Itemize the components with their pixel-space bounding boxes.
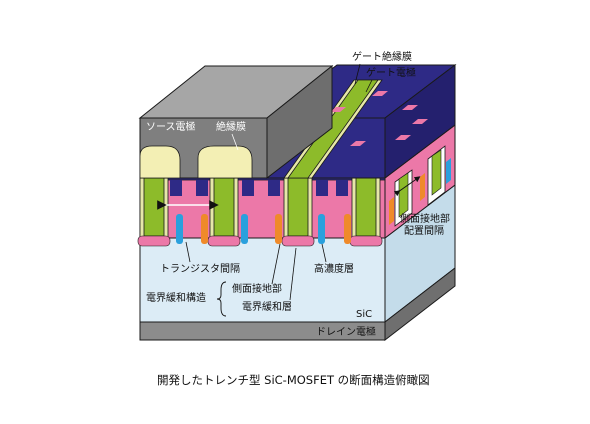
- blue-accent-2: [241, 214, 248, 244]
- blue-accent-1: [176, 214, 183, 244]
- side-orange-1: [389, 197, 394, 225]
- pink-square-5: [395, 135, 411, 140]
- orange-accent-2: [275, 214, 282, 244]
- leader-transistor-spacing: [185, 241, 191, 263]
- pink-square-2: [372, 91, 388, 96]
- leader-field-relief-layer: [289, 247, 297, 301]
- leader-gate-insulating: [354, 63, 361, 85]
- leader-gate-electrode: [365, 79, 373, 93]
- label-side-ground: 側面接地部: [232, 282, 282, 295]
- leader-insulating-film: [231, 133, 239, 151]
- insulator-bump-2: [197, 145, 253, 179]
- navy-pocket-2: [196, 180, 208, 196]
- navy-pocket-1: [170, 180, 182, 196]
- trench-4-gate: [355, 177, 377, 237]
- side-trench-2-green: [431, 149, 442, 196]
- gate-stripe-green: [287, 79, 379, 179]
- label-insulating-film: 絶縁膜: [216, 120, 246, 133]
- label-gate-insulating-film: ゲート絶縁膜: [352, 50, 412, 63]
- label-gate-electrode: ゲート電極: [366, 66, 416, 79]
- blue-accent-3: [318, 214, 325, 244]
- leader-high-concentration: [321, 243, 327, 263]
- label-field-relief-layer: 電界緩和層: [242, 300, 292, 313]
- label-drain-electrode: ドレイン電極: [316, 325, 376, 338]
- label-transistor-spacing: トランジスタ間隔: [160, 263, 240, 275]
- relief-1: [137, 235, 171, 247]
- relief-2: [207, 235, 241, 247]
- trench-2-gate: [213, 177, 235, 237]
- navy-pocket-5: [316, 180, 328, 196]
- leader-side-ground: [271, 243, 281, 285]
- arrow-side-spacing: [393, 176, 421, 197]
- label-sic: SiC: [356, 309, 372, 320]
- pink-square-6: [412, 119, 428, 124]
- label-side-ground-spacing: 側面接地部: [400, 212, 450, 225]
- insulator-bump-1: [139, 145, 181, 179]
- orange-accent-3: [344, 214, 351, 244]
- label-source-electrode: ソース電極: [146, 120, 196, 133]
- side-blue-1: [446, 158, 451, 184]
- pink-square-1: [330, 107, 346, 112]
- label-side-ground-spacing-2: 配置間隔: [404, 225, 444, 237]
- side-trench-1-green: [398, 172, 409, 218]
- orange-accent-1: [201, 214, 208, 244]
- label-field-relief-structure: 電界緩和構造: [146, 291, 206, 304]
- pink-square-4: [350, 141, 366, 146]
- relief-4: [349, 235, 383, 247]
- label-high-concentration: 高濃度層: [314, 262, 354, 275]
- trench-3-gate: [287, 177, 309, 237]
- navy-pocket-6: [336, 180, 348, 196]
- side-orange-2: [420, 173, 425, 201]
- brace-field-relief: [216, 281, 227, 317]
- navy-pocket-3: [242, 180, 254, 196]
- drain-side: [384, 266, 456, 342]
- pink-square-3: [402, 105, 418, 110]
- relief-3: [281, 235, 315, 247]
- trench-1-gate: [143, 177, 165, 237]
- caption: 開発したトレンチ型 SiC-MOSFET の断面構造俯瞰図: [157, 373, 430, 387]
- navy-pocket-4: [268, 180, 280, 196]
